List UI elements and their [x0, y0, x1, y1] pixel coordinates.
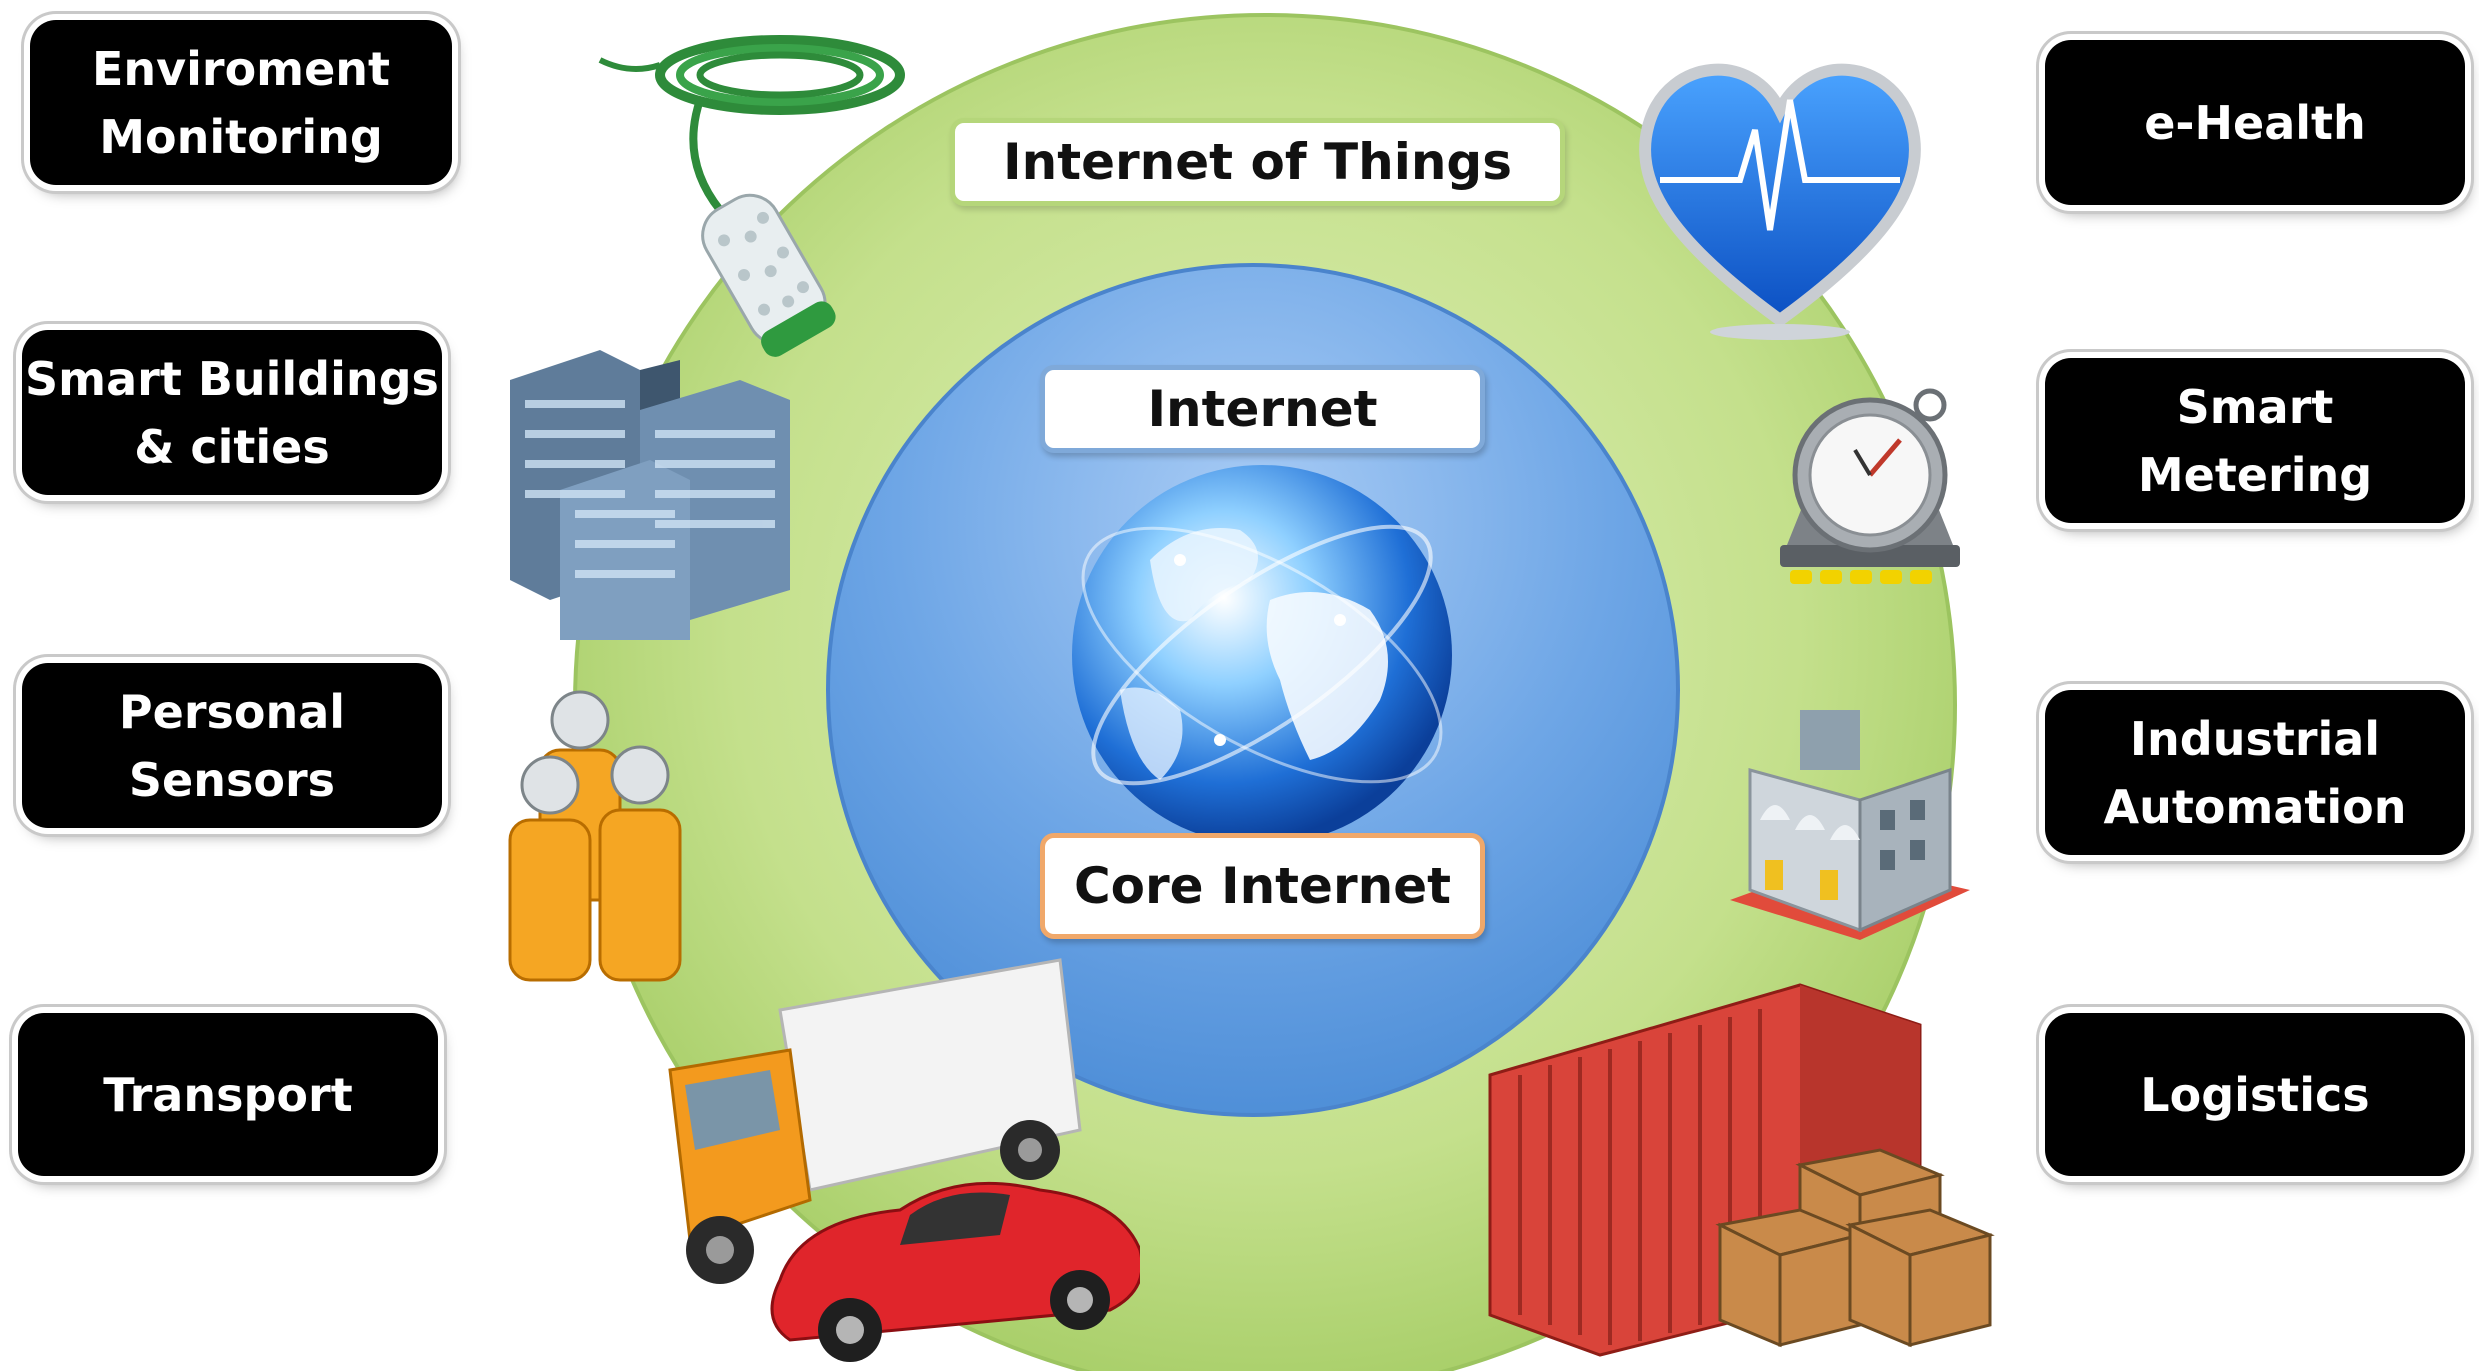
label-core-internet: Core Internet	[1040, 833, 1485, 939]
category-transport[interactable]: Transport	[18, 1013, 438, 1176]
factory-icon	[1730, 710, 1970, 940]
category-smart-buildings[interactable]: Smart Buildings & cities	[22, 330, 442, 495]
category-e-health[interactable]: e-Health	[2045, 40, 2465, 205]
meter-icon	[1780, 388, 1960, 584]
office-buildings-icon	[510, 350, 790, 640]
heart-monitor-icon	[1639, 63, 1921, 340]
label-internet: Internet	[1040, 365, 1485, 453]
truck-car-icon	[668, 958, 1140, 1362]
label-internet-of-things: Internet of Things	[950, 118, 1565, 206]
category-environment-monitoring[interactable]: Enviroment Monitoring	[30, 20, 452, 185]
sensor-probe-icon	[598, 35, 905, 357]
people-icon	[508, 690, 682, 982]
category-personal-sensors[interactable]: Personal Sensors	[22, 663, 442, 828]
container-boxes-icon	[1488, 983, 1995, 1357]
globe-icon	[1072, 465, 1452, 845]
category-smart-metering[interactable]: Smart Metering	[2045, 358, 2465, 523]
category-industrial-automation[interactable]: Industrial Automation	[2045, 690, 2465, 855]
category-logistics[interactable]: Logistics	[2045, 1013, 2465, 1176]
